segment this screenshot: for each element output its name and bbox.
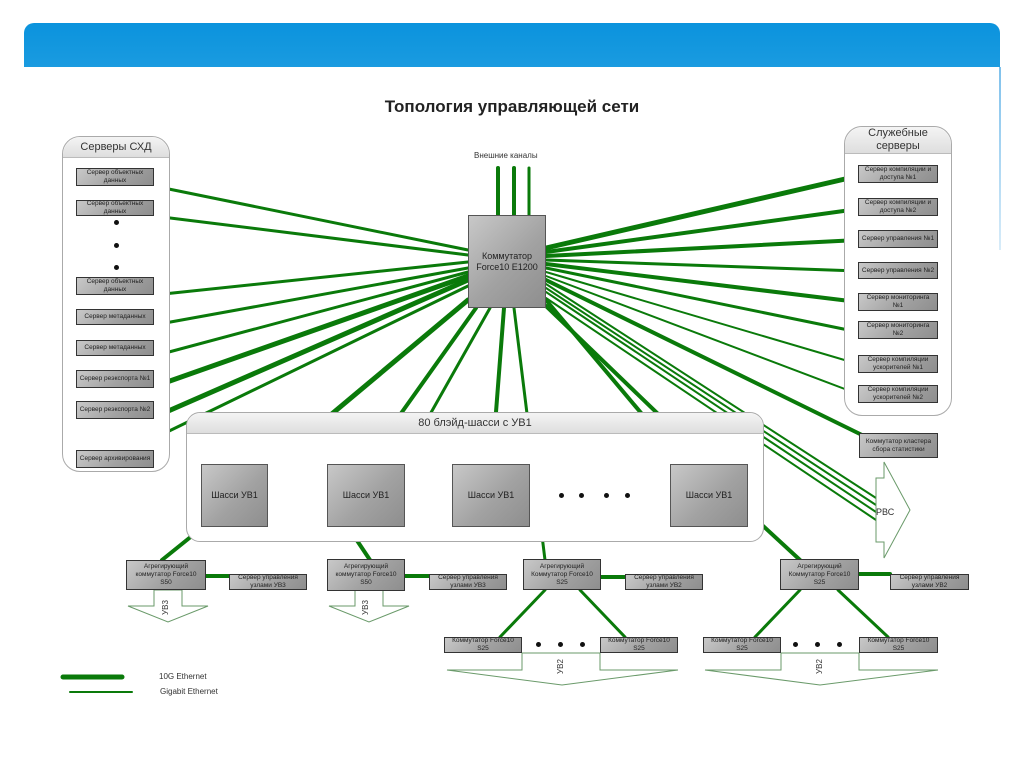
storage-server[interactable]: Сервер объектных данных (76, 168, 154, 186)
s25-link (498, 588, 547, 639)
s25-link (578, 588, 627, 639)
service-server[interactable]: Сервер компиляции ускорителей №1 (858, 355, 938, 373)
service-link (544, 207, 860, 254)
arrow-label: УВ3 (160, 600, 170, 615)
node-management-server[interactable]: Сервер управления узлами УВ3 (229, 574, 307, 590)
s25-switch[interactable]: Коммутатор Force10 S25 (859, 637, 938, 653)
storage-server[interactable]: Сервер объектных данных (76, 277, 154, 295)
ellipsis-dot (815, 642, 820, 647)
ellipsis-dot (114, 220, 119, 225)
s25-switch[interactable]: Коммутатор Force10 S25 (703, 637, 781, 653)
s25-link (753, 588, 802, 639)
service-server[interactable]: Сервер компиляции и доступа №2 (858, 198, 938, 216)
node-management-server[interactable]: Сервер управления узлами УВ2 (625, 574, 703, 590)
service-link (544, 266, 860, 334)
rvs-link (545, 283, 877, 499)
right-edge-rule (999, 67, 1001, 250)
service-link (544, 262, 860, 304)
s25-switch[interactable]: Коммутатор Force10 S25 (444, 637, 522, 653)
chassis[interactable]: Шасси УВ1 (670, 464, 748, 527)
chassis[interactable]: Шасси УВ1 (327, 464, 405, 527)
arrow-label: УВ2 (555, 659, 565, 674)
uv3-arrow (127, 589, 209, 623)
ellipsis-dot (559, 493, 564, 498)
uv3-arrow (328, 589, 410, 623)
service-link (544, 238, 860, 258)
chassis[interactable]: Шасси УВ1 (452, 464, 530, 527)
storage-link (147, 273, 471, 391)
node-management-server[interactable]: Сервер управления узлами УВ2 (890, 574, 969, 590)
ellipsis-dot (114, 265, 119, 270)
storage-link (152, 270, 470, 358)
service-server[interactable]: Сервер компиляции и доступа №1 (858, 165, 938, 183)
rvs-link (545, 297, 877, 521)
core-switch[interactable]: Коммутатор Force10 E1200 (468, 215, 546, 308)
storage-link (152, 266, 470, 327)
storage-link (147, 277, 471, 422)
storage-server[interactable]: Сервер объектных данных (76, 200, 154, 216)
storage-servers-group: Серверы СХД (62, 136, 170, 472)
s25-switch[interactable]: Коммутатор Force10 S25 (600, 637, 678, 653)
stats-cluster-switch[interactable]: Коммутатор кластера сбора статистики (859, 433, 938, 458)
ellipsis-dot (579, 493, 584, 498)
storage-server[interactable]: Сервер метаданных (76, 309, 154, 325)
ellipsis-dot (625, 493, 630, 498)
aggregator-switch[interactable]: Агрегирующий Коммутатор Force10 S25 (523, 559, 601, 590)
aggregator-switch[interactable]: Агрегирующий Коммутатор Force10 S25 (780, 559, 859, 590)
storage-server[interactable]: Сервер архивирования (76, 450, 154, 468)
storage-server[interactable]: Сервер реэкспорта №1 (76, 370, 154, 388)
service-server[interactable]: Сервер мониторинга №1 (858, 293, 938, 311)
service-group-title: Служебные серверы (845, 127, 951, 154)
ellipsis-dot (536, 642, 541, 647)
s25-link (836, 588, 890, 639)
ellipsis-dot (580, 642, 585, 647)
service-server[interactable]: Сервер мониторинга №2 (858, 321, 938, 339)
ellipsis-dot (558, 642, 563, 647)
chassis-group-title: 80 блэйд-шасси с УВ1 (187, 413, 763, 434)
arrow-label: УВ3 (360, 600, 370, 615)
arrow-label: УВ2 (814, 659, 824, 674)
rvs-arrow (875, 461, 911, 559)
legend-10g-label: 10G Ethernet (159, 672, 207, 681)
legend-gigabit-label: Gigabit Ethernet (160, 687, 218, 696)
ellipsis-dot (837, 642, 842, 647)
rvs-link (545, 291, 877, 513)
service-link (545, 271, 859, 365)
service-server[interactable]: Сервер компиляции ускорителей №2 (858, 385, 938, 403)
storage-server[interactable]: Сервер реэкспорта №2 (76, 401, 154, 419)
uv2-arrow (446, 652, 679, 686)
service-link (544, 258, 860, 273)
node-management-server[interactable]: Сервер управления узлами УВ3 (429, 574, 507, 590)
aggregator-switch[interactable]: Агрегирующий коммутатор Force10 S50 (327, 559, 405, 591)
chassis[interactable]: Шасси УВ1 (201, 464, 268, 527)
service-server[interactable]: Сервер управления №2 (858, 262, 938, 279)
aggregator-switch[interactable]: Агрегирующий коммутатор Force10 S50 (126, 560, 206, 590)
ellipsis-dot (114, 243, 119, 248)
ellipsis-dot (604, 493, 609, 498)
service-server[interactable]: Сервер управления №1 (858, 230, 938, 248)
stats-link (544, 278, 864, 437)
ellipsis-dot (793, 642, 798, 647)
storage-link (152, 184, 470, 252)
storage-group-title: Серверы СХД (63, 137, 169, 158)
external-channels-label: Внешние каналы (474, 151, 538, 160)
storage-server[interactable]: Сервер метаданных (76, 340, 154, 356)
rvs-link (545, 287, 877, 506)
page-title: Топология управляющей сети (384, 97, 640, 116)
header-banner (24, 23, 1000, 67)
storage-link (152, 214, 470, 257)
storage-link (152, 260, 470, 297)
service-link (543, 173, 861, 251)
uv2-arrow (704, 652, 939, 686)
rvs-arrow-label: РВС (876, 507, 895, 517)
service-link (545, 275, 859, 395)
